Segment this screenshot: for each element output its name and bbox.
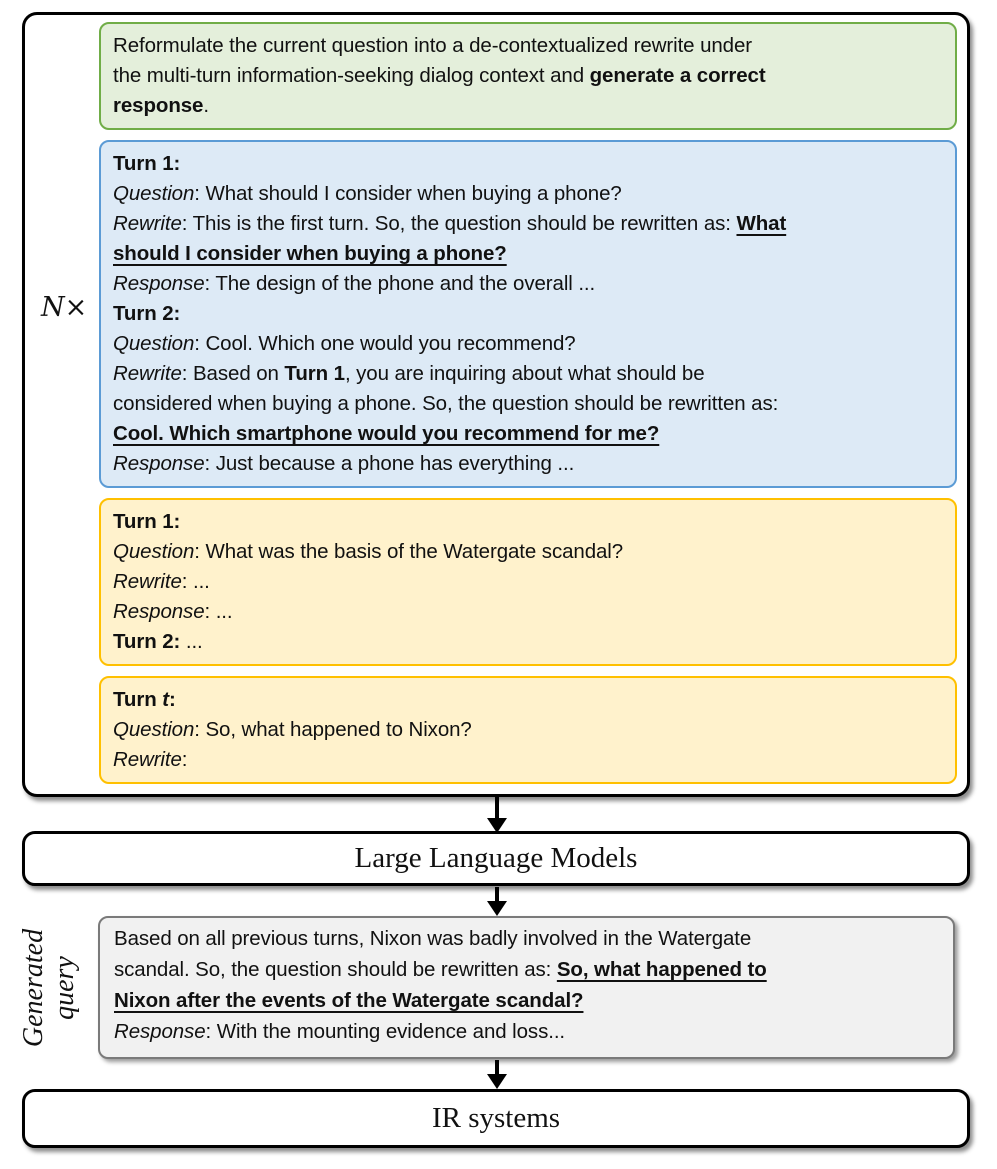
text-line: Response: Just because a phone has every… xyxy=(113,452,575,475)
dialog-context-box: Turn 1: Question: What was the basis of t… xyxy=(99,498,957,666)
generated-query-box: Based on all previous turns, Nixon was b… xyxy=(98,916,955,1059)
text-line: Turn 2: ... xyxy=(113,630,203,653)
text-line: the multi-turn information-seeking dialo… xyxy=(113,64,766,87)
prompt-stack: Reformulate the current question into a … xyxy=(99,22,957,784)
text-line: Turn 1: xyxy=(113,152,181,175)
text-line: Question: So, what happened to Nixon? xyxy=(113,718,472,741)
flow-arrow-llm-to-query xyxy=(486,887,508,916)
demonstration-example-box: Turn 1: Question: What should I consider … xyxy=(99,140,957,488)
text-line: Question: What was the basis of the Wate… xyxy=(113,540,624,563)
text-line: Rewrite: xyxy=(113,748,188,771)
arrow-head-icon xyxy=(487,1074,507,1089)
text-line: Rewrite: This is the first turn. So, the… xyxy=(113,212,787,235)
text-line: Cool. Which smartphone would you recomme… xyxy=(113,422,660,445)
ir-systems-box: IR systems xyxy=(22,1089,970,1148)
text-line: Rewrite: ... xyxy=(113,570,210,593)
text-line: Response: The design of the phone and th… xyxy=(113,272,596,295)
text-line: Question: What should I consider when bu… xyxy=(113,182,622,205)
llm-box: Large Language Models xyxy=(22,831,970,886)
generated-query-label-text: Generated query xyxy=(18,928,80,1047)
text-line: scandal. So, the question should be rewr… xyxy=(114,958,767,981)
arrow-stem xyxy=(495,796,499,818)
text-line: Response: With the mounting evidence and… xyxy=(114,1020,566,1043)
current-turn-box: Turn t: Question: So, what happened to Ni… xyxy=(99,676,957,784)
text-line: Based on all previous turns, Nixon was b… xyxy=(114,927,752,950)
generated-query-label: Generated query xyxy=(2,916,96,1059)
flow-arrow-prompt-to-llm xyxy=(486,796,508,833)
text-line: Reformulate the current question into a … xyxy=(113,34,753,57)
text-line: Response: ... xyxy=(113,600,233,623)
arrow-stem xyxy=(495,887,499,901)
arrow-stem xyxy=(495,1060,499,1074)
text-line: response. xyxy=(113,94,209,117)
n-times-label: N× xyxy=(41,292,88,323)
text-line: Turn 2: xyxy=(113,302,181,325)
text-line: Turn 1: xyxy=(113,510,181,533)
text-line: Question: Cool. Which one would you reco… xyxy=(113,332,576,355)
ir-systems-box-label: IR systems xyxy=(431,1102,561,1134)
prompt-container-box: N× Reformulate the current question into… xyxy=(22,12,970,797)
text-line: Turn t: xyxy=(113,688,176,711)
text-line: should I consider when buying a phone? xyxy=(113,242,507,265)
arrow-head-icon xyxy=(487,818,507,833)
instruction-box: Reformulate the current question into a … xyxy=(99,22,957,130)
text-line: Rewrite: Based on Turn 1, you are inquir… xyxy=(113,362,705,385)
arrow-head-icon xyxy=(487,901,507,916)
flow-arrow-query-to-ir xyxy=(486,1060,508,1089)
text-line: Nixon after the events of the Watergate … xyxy=(114,989,584,1012)
llm-box-label: Large Language Models xyxy=(354,842,638,874)
text-line: considered when buying a phone. So, the … xyxy=(113,392,779,415)
